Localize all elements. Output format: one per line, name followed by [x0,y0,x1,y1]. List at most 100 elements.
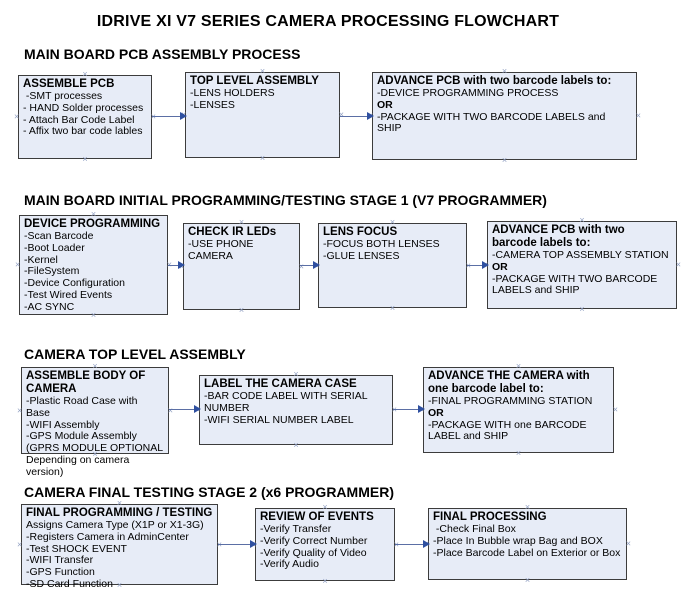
flow-arrow [218,540,257,549]
connector-handle-icon: × [524,575,531,585]
box-item: -GPS Function [26,566,95,579]
box-title: LENS FOCUS [323,226,398,238]
box-title: LABEL THE CAMERA CASE [204,378,357,390]
box-item: -Scan Barcode [24,230,94,242]
box-item: -FINAL PROGRAMMING STATION [428,395,593,407]
connector-handle-icon: × [17,405,23,415]
box-item: -Device Configuration [24,277,125,290]
section-heading-programming-stage1: MAIN BOARD INITIAL PROGRAMMING/TESTING S… [24,192,547,208]
box-item: -SMT processes [23,90,103,102]
flow-box-advance-camera-one-label[interactable]: ADVANCE THE CAMERA with one barcode labe… [419,362,618,458]
box-title: ADVANCE PCB with two barcode labels to: [492,224,625,249]
box-title: DEVICE PROGRAMMING [24,218,161,230]
box-item: -Kernel [24,253,58,266]
box-item: -Verify Transfer [260,523,332,535]
connector-handle-icon: × [635,110,641,121]
box-title: ASSEMBLE PCB [23,78,115,90]
flow-arrow [467,261,489,270]
box-item: -PACKAGE WITH one BARCODE LABEL and SHIP [428,418,590,443]
section-heading-final-testing-stage2: CAMERA FINAL TESTING STAGE 2 (x6 PROGRAM… [24,484,394,500]
connector-handle-icon: × [82,154,88,164]
connector-handle-icon: × [259,153,266,163]
box-item: -Plastic Road Case with Base [26,395,141,419]
connector-handle-icon: × [579,304,585,314]
connector-handle-icon: × [150,111,156,122]
box-item: -Verify Correct Number [260,534,368,547]
box-item: - Affix two bar code lables [23,125,143,138]
box-item: -SD Card Function [26,577,113,590]
connector-handle-icon: × [298,261,304,271]
flow-box-device-programming[interactable]: DEVICE PROGRAMMING -Scan Barcode -Boot L… [15,210,172,320]
flow-arrow [340,112,374,121]
connector-handle-icon: × [15,259,21,270]
box-item: -Boot Loader [24,241,85,254]
box-item: -FOCUS BOTH LENSES [323,238,440,250]
connector-handle-icon: × [675,259,681,270]
connector-handle-icon: × [238,305,245,315]
box-item: OR [377,98,393,111]
box-item: -Test Wired Events [24,288,113,301]
flow-arrow [395,540,430,549]
box-item: -AC SYNC [24,300,75,313]
box-item: -FileSystem [24,265,80,278]
page-title: IDRIVE XI V7 SERIES CAMERA PROCESSING FL… [96,13,560,30]
flow-box-assemble-pcb[interactable]: ASSEMBLE PCB -SMT processes - HAND Solde… [14,70,156,164]
box-item: -BAR CODE LABEL WITH SERIAL NUMBER [204,390,371,414]
box-item: -LENSES [190,98,235,111]
flow-box-final-programming-testing[interactable]: FINAL PROGRAMMING / TESTING Assigns Came… [17,499,222,590]
flow-box-advance-pcb-two-labels[interactable]: ADVANCE PCB with two barcode labels to: … [368,67,641,165]
flow-box-top-level-assembly[interactable]: TOP LEVEL ASSEMBLY -LENS HOLDERS -LENSES… [181,67,344,163]
flow-box-label-camera-case[interactable]: LABEL THE CAMERA CASE -BAR CODE LABEL WI… [195,370,397,450]
flow-box-assemble-body[interactable]: ASSEMBLE BODY OF CAMERA -Plastic Road Ca… [17,362,173,478]
box-item: OR [492,260,508,273]
box-item: Assigns Camera Type (X1P or X1-3G) [26,519,204,531]
connector-handle-icon: × [17,539,23,549]
box-item: OR [428,406,444,419]
box-item: -PACKAGE WITH TWO BARCODE LABELS and SHI… [377,110,609,135]
box-item: - HAND Solder processes [23,101,144,114]
box-title: FINAL PROCESSING [433,511,547,523]
box-title: ADVANCE PCB with two barcode labels to: [377,75,612,87]
box-item: -CAMERA TOP ASSEMBLY STATION [492,249,669,261]
flow-arrow [152,112,187,121]
connector-handle-icon: × [293,440,299,450]
flow-box-review-of-events[interactable]: REVIEW OF EVENTS -Verify Transfer -Verif… [251,503,399,586]
box-item: -WIFI Transfer [26,554,94,567]
box-title: ADVANCE THE CAMERA with one barcode labe… [428,370,590,395]
connector-handle-icon: × [612,404,618,415]
box-title: TOP LEVEL ASSEMBLY [190,75,319,87]
box-item: (GPRS MODULE OPTIONAL [26,442,164,455]
flow-box-advance-pcb-two-labels-stage1[interactable]: ADVANCE PCB with two barcode labels to: … [483,216,681,314]
box-item: Depending on camera version) [26,453,133,478]
box-title: FINAL PROGRAMMING / TESTING [26,507,213,519]
connector-handle-icon: × [389,303,396,313]
box-item: -Check Final Box [433,523,516,535]
box-item: - Attach Bar Code Label [23,113,135,126]
box-item: -Test SHOCK EVENT [26,542,127,555]
flow-box-lens-focus[interactable]: LENS FOCUS -FOCUS BOTH LENSES -GLUE LENS… [314,218,471,313]
box-item: -GPS Module Assembly [26,430,137,443]
box-item: -Verify Quality of Video [260,546,367,559]
box-item: -WIFI SERIAL NUMBER LABEL [204,413,354,426]
connector-handle-icon: × [391,404,397,415]
flow-arrow [169,405,201,414]
box-item: -LENS HOLDERS [190,87,275,99]
flow-arrow [168,261,185,270]
box-title: ASSEMBLE BODY OF CAMERA [26,370,146,395]
connector-handle-icon: × [338,109,344,120]
box-item: -WIFI Assembly [26,418,100,431]
connector-handle-icon: × [322,576,328,586]
connector-handle-icon: × [501,155,508,165]
box-item: -PACKAGE WITH TWO BARCODE LABELS and SHI… [492,272,661,297]
box-item: -Place Barcode Label on Exterior or Box [433,546,621,559]
box-item: -USE PHONE CAMERA [188,238,257,262]
box-title: REVIEW OF EVENTS [260,511,374,523]
connector-handle-icon: × [515,448,522,458]
flow-box-check-ir-leds[interactable]: CHECK IR LEDs -USE PHONE CAMERA ×××× [179,218,304,315]
box-item: -GLUE LENSES [323,249,400,262]
section-heading-camera-top-assembly: CAMERA TOP LEVEL ASSEMBLY [24,346,246,362]
flow-box-final-processing[interactable]: FINAL PROCESSING -Check Final Box -Place… [424,503,631,585]
flow-arrow [393,405,425,414]
box-item: -Verify Audio [260,558,319,571]
